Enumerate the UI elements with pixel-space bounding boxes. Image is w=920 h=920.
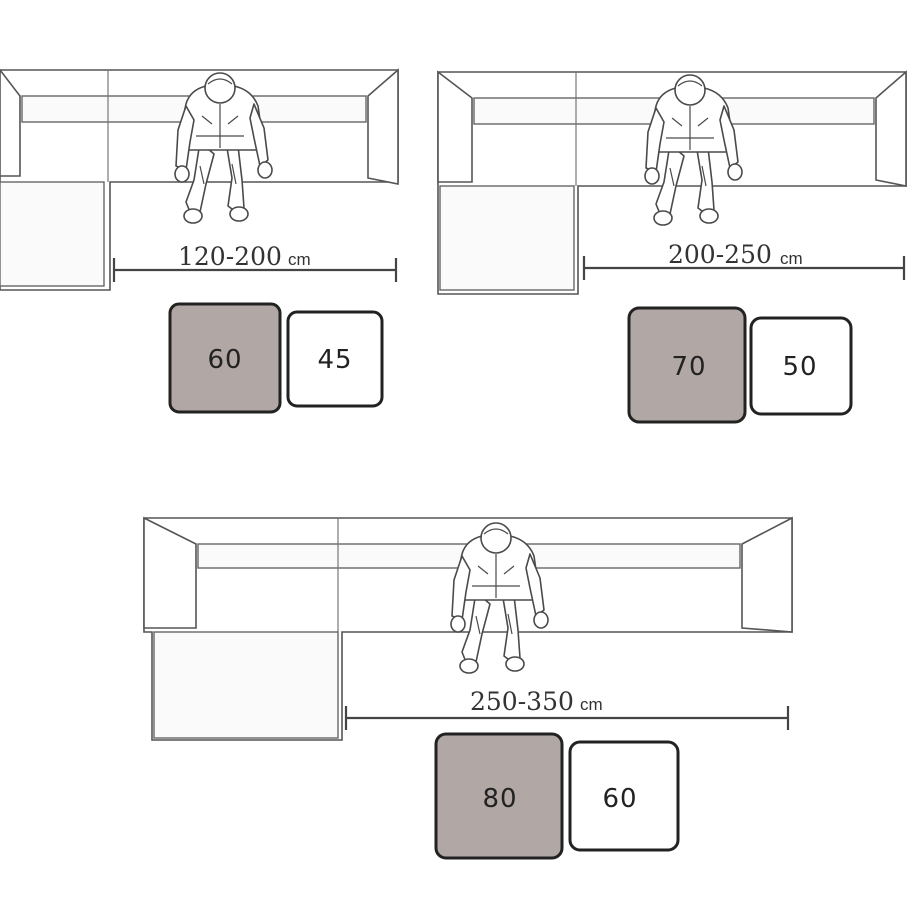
depth-box-small-2 <box>749 316 853 416</box>
depth-small-1: 45 <box>317 345 352 375</box>
sofa-3: 250-350 cm 80 60 <box>143 516 793 860</box>
width-range-2: 200-250 <box>668 240 772 269</box>
width-unit-3: cm <box>580 695 603 714</box>
depth-box-large-2 <box>627 306 747 424</box>
depth-large-1: 60 <box>207 345 242 375</box>
width-range-1: 120-200 <box>178 242 282 271</box>
dimension-line-2 <box>582 256 906 280</box>
width-range-3: 250-350 <box>470 687 574 716</box>
dimension-line-1 <box>112 258 398 282</box>
depth-box-large-3 <box>434 732 564 860</box>
depth-small-3: 60 <box>602 784 637 814</box>
width-unit-1: cm <box>288 250 311 269</box>
depth-large-3: 80 <box>482 784 517 814</box>
sofa-2: 200-250 cm 70 50 <box>437 70 907 424</box>
depth-large-2: 70 <box>671 352 706 382</box>
depth-box-large-1 <box>168 302 282 414</box>
dimension-line-3 <box>344 706 790 730</box>
depth-box-small-3 <box>568 740 680 852</box>
width-unit-2: cm <box>780 249 803 268</box>
depth-small-2: 50 <box>782 352 817 382</box>
depth-box-small-1 <box>286 310 384 408</box>
sofa-1: 120-200 cm 60 45 <box>0 68 399 414</box>
